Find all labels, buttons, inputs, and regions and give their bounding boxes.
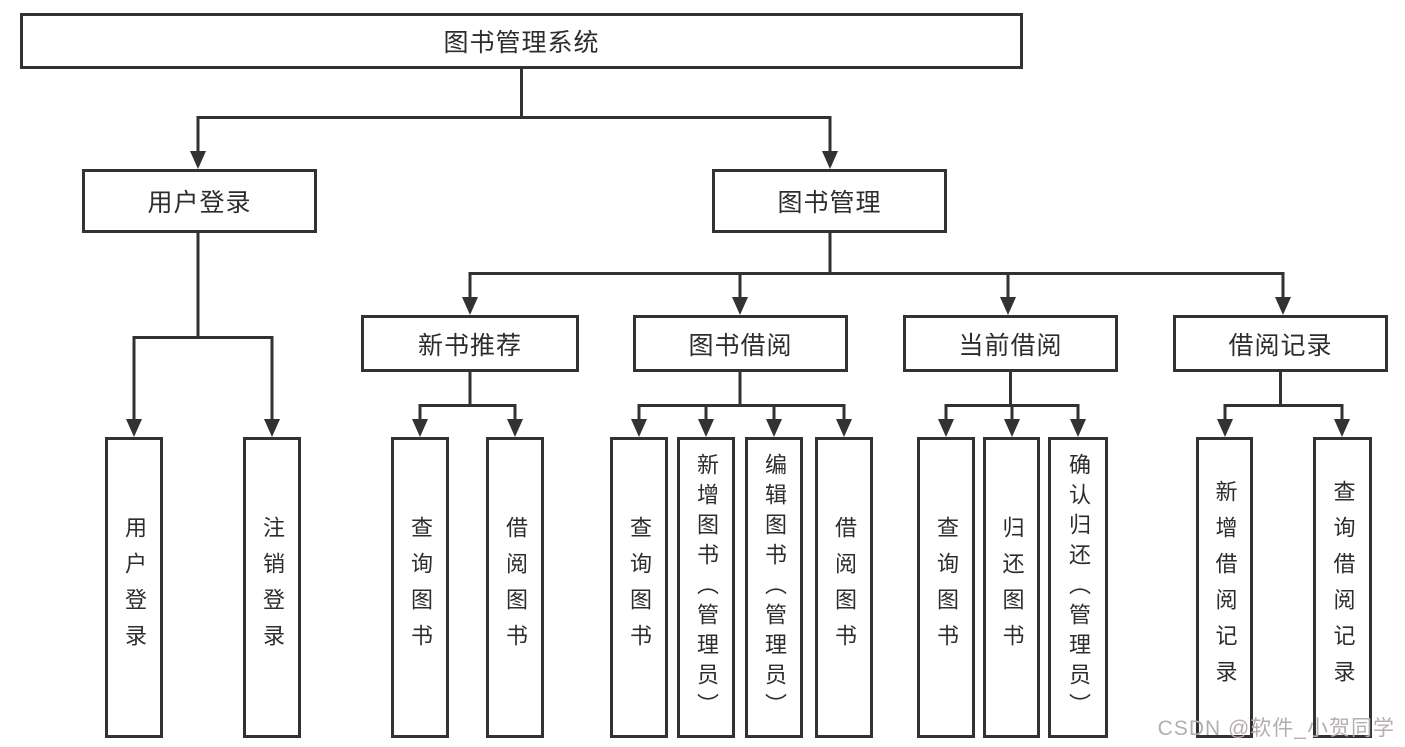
leaf-add-borrow-record: 新增借阅记录 <box>1196 437 1253 738</box>
node-label: 新增借阅记录 <box>1212 479 1238 696</box>
node-label: 借阅记录 <box>1228 331 1333 360</box>
node-label: 新增图书（管理员） <box>694 452 719 723</box>
leaf-edit-book-admin: 编辑图书（管理员） <box>745 437 803 738</box>
leaf-query-books-borrowing: 查询图书 <box>610 437 668 738</box>
leaf-borrow-books-recommend: 借阅图书 <box>486 437 544 738</box>
csdn-watermark: CSDN @软件_小贺同学 <box>1157 717 1395 740</box>
node-borrow-records: 借阅记录 <box>1173 315 1388 372</box>
node-label: 查询图书 <box>934 515 959 660</box>
leaf-borrow-books-borrowing: 借阅图书 <box>815 437 873 738</box>
node-label: 查询图书 <box>627 515 652 660</box>
leaf-add-book-admin: 新增图书（管理员） <box>677 437 735 738</box>
leaf-logout: 注销登录 <box>243 437 301 738</box>
leaf-query-books-recommend: 查询图书 <box>391 437 449 738</box>
node-label: 借阅图书 <box>503 515 528 660</box>
leaf-user-login: 用户登录 <box>105 437 163 738</box>
node-label: 注销登录 <box>260 515 285 660</box>
node-book-management: 图书管理 <box>712 169 947 233</box>
node-label: 当前借阅 <box>958 331 1063 360</box>
node-label: 确认归还（管理员） <box>1066 452 1091 723</box>
node-label: 用户登录 <box>122 515 147 660</box>
node-label: 归还图书 <box>999 515 1025 660</box>
node-current-borrowing: 当前借阅 <box>903 315 1118 372</box>
leaf-query-borrow-record: 查询借阅记录 <box>1313 437 1372 738</box>
node-book-borrowing: 图书借阅 <box>633 315 848 372</box>
node-label: 查询借阅记录 <box>1330 479 1356 696</box>
node-label: 用户登录 <box>147 189 252 217</box>
node-label: 借阅图书 <box>832 515 857 660</box>
node-label: 图书管理系统 <box>443 29 600 57</box>
leaf-query-books-current: 查询图书 <box>917 437 975 738</box>
node-label: 新书推荐 <box>417 331 522 360</box>
node-user-login: 用户登录 <box>82 169 317 233</box>
node-new-book-recommend: 新书推荐 <box>361 315 579 372</box>
node-label: 图书管理 <box>777 189 882 217</box>
node-label: 图书借阅 <box>688 331 793 360</box>
node-root: 图书管理系统 <box>20 13 1023 69</box>
leaf-confirm-return-admin: 确认归还（管理员） <box>1048 437 1108 738</box>
node-label: 编辑图书（管理员） <box>762 452 787 723</box>
node-label: 查询图书 <box>408 515 433 660</box>
leaf-return-books: 归还图书 <box>983 437 1040 738</box>
